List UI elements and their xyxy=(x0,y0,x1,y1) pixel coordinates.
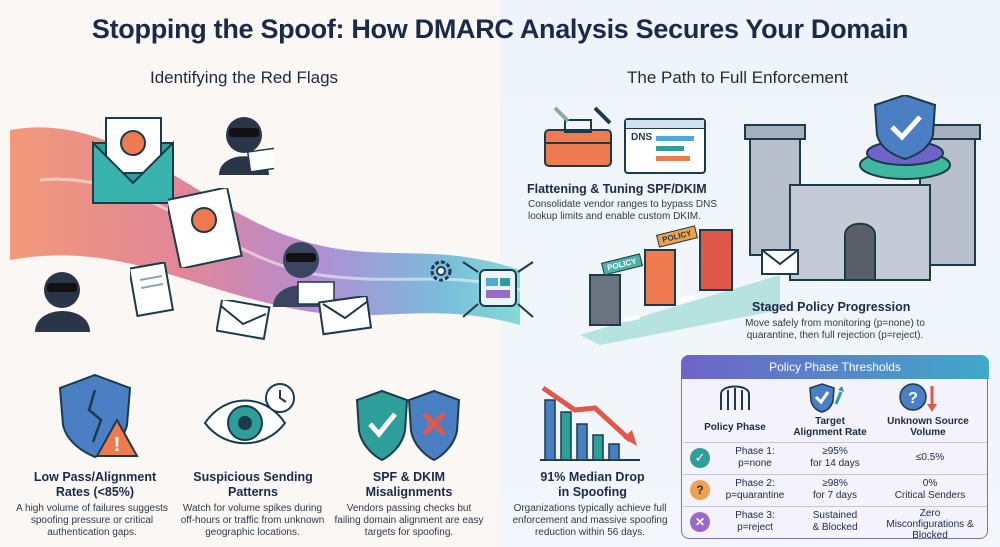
unknown-source-note: Misconfigurations & Blocked xyxy=(886,519,974,541)
column-header-target-rate: Target Alignment Rate xyxy=(793,416,867,438)
phase-3-x-icon: ✕ xyxy=(690,512,710,532)
svg-text:?: ? xyxy=(908,390,918,407)
dns-label: DNS xyxy=(631,132,653,143)
table-row: Phase 3: p=reject xyxy=(715,510,795,534)
envelope-icon xyxy=(216,300,271,340)
target-rate-value: ≥98% xyxy=(822,478,848,489)
phase-1-check-icon: ✓ xyxy=(690,448,710,468)
gear-icon xyxy=(430,260,452,282)
unknown-source-value: Zero xyxy=(919,508,941,519)
check-x-shields-icon xyxy=(355,389,461,462)
envelope-icon xyxy=(318,296,373,336)
phase-policy: p=reject xyxy=(737,522,773,533)
table-row: Phase 2: p=quarantine xyxy=(712,478,798,502)
hacker-icon xyxy=(35,272,90,332)
gate-icon xyxy=(720,385,750,410)
target-rate-value: Sustained xyxy=(812,510,858,521)
cracked-shield-warning-icon: ! xyxy=(58,373,139,459)
castle-icon xyxy=(744,95,981,281)
column-header-policy-phase: Policy Phase xyxy=(704,422,766,433)
page-title: Stopping the Spoof: How DMARC Analysis S… xyxy=(91,14,909,44)
drop-title: 91% Median Drop in Spoofing xyxy=(540,470,645,499)
staged-title: Staged Policy Progression xyxy=(752,300,911,314)
right-section-heading: The Path to Full Enforcement xyxy=(627,68,849,87)
column-header-unknown-source: Unknown Source Volume xyxy=(887,416,969,438)
unknown-source-cell: 0% Critical Senders xyxy=(880,478,980,502)
dns-window: DNS xyxy=(624,118,706,174)
policy-thresholds-title: Policy Phase Thresholds xyxy=(681,355,989,379)
flattening-text: Consolidate vendor ranges to bypass DNS … xyxy=(528,199,717,222)
envelope-avatar-icon xyxy=(168,188,243,268)
document-icon xyxy=(130,262,175,317)
svg-text:!: ! xyxy=(114,434,121,456)
phase-2-question-icon: ? xyxy=(690,480,710,500)
card-text-misalignments: Vendors passing checks but failing domai… xyxy=(334,503,484,538)
phase-policy: p=quarantine xyxy=(725,490,785,501)
open-envelope-icon xyxy=(92,117,174,204)
envelope-icon xyxy=(761,249,799,275)
data-hub-icon xyxy=(462,261,534,318)
phase-label: Phase 3: xyxy=(735,510,775,521)
unknown-source-cell: ≤0.5% xyxy=(880,452,980,464)
card-title-suspicious: Suspicious Sending Patterns xyxy=(193,470,313,499)
shield-check-icon xyxy=(809,383,844,413)
unknown-source-value: ≤0.5% xyxy=(915,452,945,463)
target-rate-value: ≥95% xyxy=(822,446,848,457)
card-title-low-pass: Low Pass/Alignment Rates (<85%) xyxy=(33,470,157,499)
target-rate-note: for 7 days xyxy=(813,490,857,501)
phase-label: Phase 1: xyxy=(735,446,775,457)
table-row: Phase 1: p=none xyxy=(715,446,795,470)
eye-clock-icon xyxy=(203,383,295,445)
target-rate-note: & Blocked xyxy=(812,522,858,533)
phase-label: Phase 2: xyxy=(735,478,775,489)
unknown-source-cell: Zero Misconfigurations & Blocked xyxy=(875,508,985,541)
staged-text: Move safely from monitoring (p=none) to … xyxy=(745,318,925,341)
hacker-icon xyxy=(219,117,274,175)
left-section-heading: Identifying the Red Flags xyxy=(150,68,339,87)
phase-policy: p=none xyxy=(738,458,772,469)
card-title-misalignments: SPF & DKIM Misalignments xyxy=(365,470,453,499)
unknown-source-icon: ? xyxy=(899,383,937,412)
flattening-title: Flattening & Tuning SPF/DKIM xyxy=(527,182,707,196)
target-rate-cell: Sustained & Blocked xyxy=(800,510,870,534)
target-rate-note: for 14 days xyxy=(810,458,860,469)
target-rate-cell: ≥98% for 7 days xyxy=(800,478,870,502)
toolbox-icon xyxy=(544,106,612,167)
target-rate-cell: ≥95% for 14 days xyxy=(800,446,870,470)
unknown-source-value: 0% xyxy=(922,478,938,489)
card-text-low-pass: A high volume of failures suggests spoof… xyxy=(16,503,168,538)
declining-chart-icon xyxy=(540,385,640,461)
drop-text: Organizations typically achieve full enf… xyxy=(512,503,668,538)
hacker-icon xyxy=(273,242,335,307)
unknown-source-note: Critical Senders xyxy=(894,490,966,501)
policy-gates-path xyxy=(580,229,780,345)
card-text-suspicious: Watch for volume spikes during off-hours… xyxy=(180,503,325,538)
